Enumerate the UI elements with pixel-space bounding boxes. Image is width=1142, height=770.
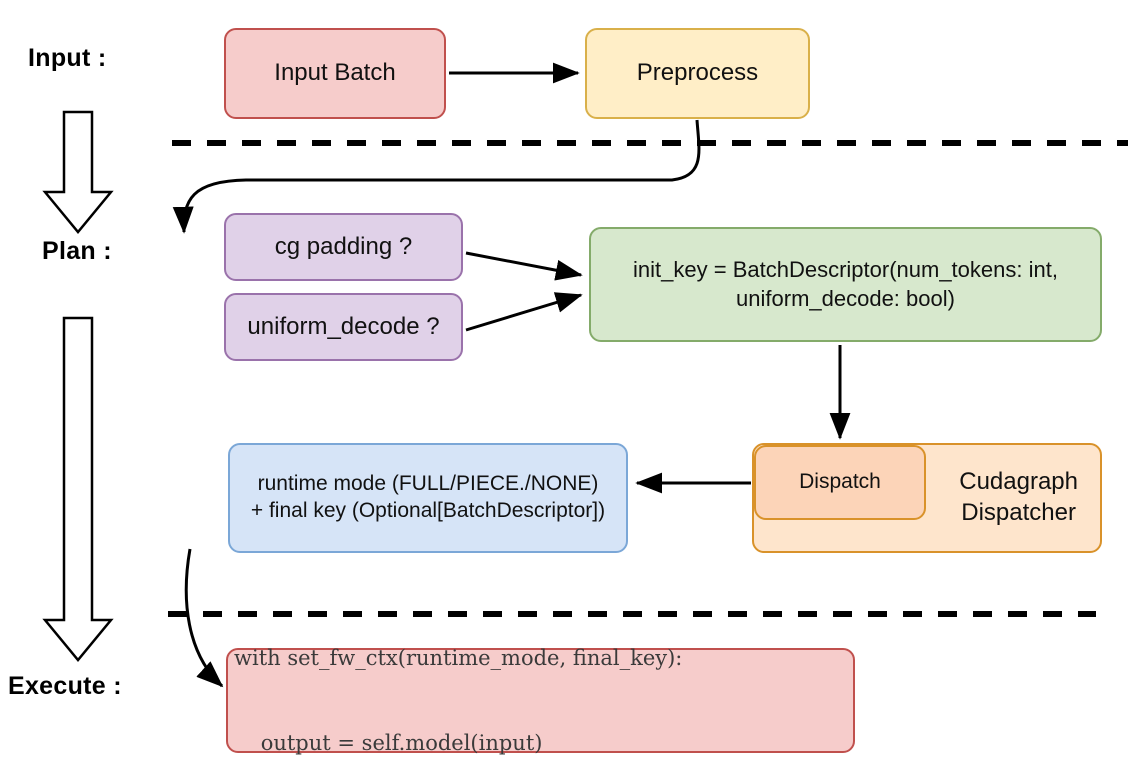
node-init-key-line1: init_key = BatchDescriptor(num_tokens: i… [633, 257, 1058, 283]
node-init-key[interactable]: init_key = BatchDescriptor(num_tokens: i… [589, 227, 1102, 342]
input-to-plan-block-arrow [42, 110, 114, 234]
stage-label-plan: Plan : [42, 237, 112, 265]
plan-to-execute-block-arrow [42, 316, 114, 662]
node-runtime-mode-text: runtime mode (FULL/PIECE./NONE) + final … [251, 471, 605, 525]
edge-runtime-mode-to-exec-code [184, 548, 224, 688]
node-cudagraph-dispatcher-line2: Dispatcher [961, 499, 1076, 526]
node-cg-padding[interactable]: cg padding ? [224, 213, 463, 281]
node-exec-code-line1: with set_fw_ctx(runtime_mode, final_key)… [234, 645, 683, 670]
node-dispatch[interactable]: Dispatch [754, 445, 926, 520]
node-runtime-mode-line1: runtime mode (FULL/PIECE./NONE) [257, 472, 599, 496]
node-runtime-mode-line2: + final key (Optional[BatchDescriptor]) [250, 499, 606, 522]
node-preprocess[interactable]: Preprocess [585, 28, 810, 119]
node-init-key-line2: uniform_decode: bool) [736, 285, 955, 311]
edge-cg-padding-to-init-key [465, 251, 583, 281]
node-preprocess-label: Preprocess [636, 59, 759, 87]
node-uniform-decode[interactable]: uniform_decode ? [224, 293, 463, 361]
node-input-batch-label: Input Batch [274, 59, 396, 87]
node-exec-code-line2: output = self.model(input) [234, 730, 543, 755]
node-exec-code[interactable]: with set_fw_ctx(runtime_mode, final_key)… [226, 646, 855, 755]
node-cudagraph-dispatcher-line1: Cudagraph [959, 468, 1078, 496]
stage-label-execute: Execute : [8, 672, 122, 700]
node-input-batch[interactable]: Input Batch [224, 28, 446, 119]
node-init-key-text: init_key = BatchDescriptor(num_tokens: i… [633, 256, 1058, 312]
node-cg-padding-label: cg padding ? [274, 232, 413, 260]
node-cudagraph-dispatcher-text: Cudagraph Dispatcher [959, 467, 1078, 528]
stage-label-input: Input : [28, 44, 107, 72]
node-exec-code-text: with set_fw_ctx(runtime_mode, final_key)… [234, 587, 682, 770]
node-runtime-mode[interactable]: runtime mode (FULL/PIECE./NONE) + final … [228, 443, 628, 553]
edge-uniform-decode-to-init-key [465, 292, 583, 332]
node-uniform-decode-label: uniform_decode ? [247, 312, 440, 340]
node-dispatch-label: Dispatch [799, 470, 881, 494]
